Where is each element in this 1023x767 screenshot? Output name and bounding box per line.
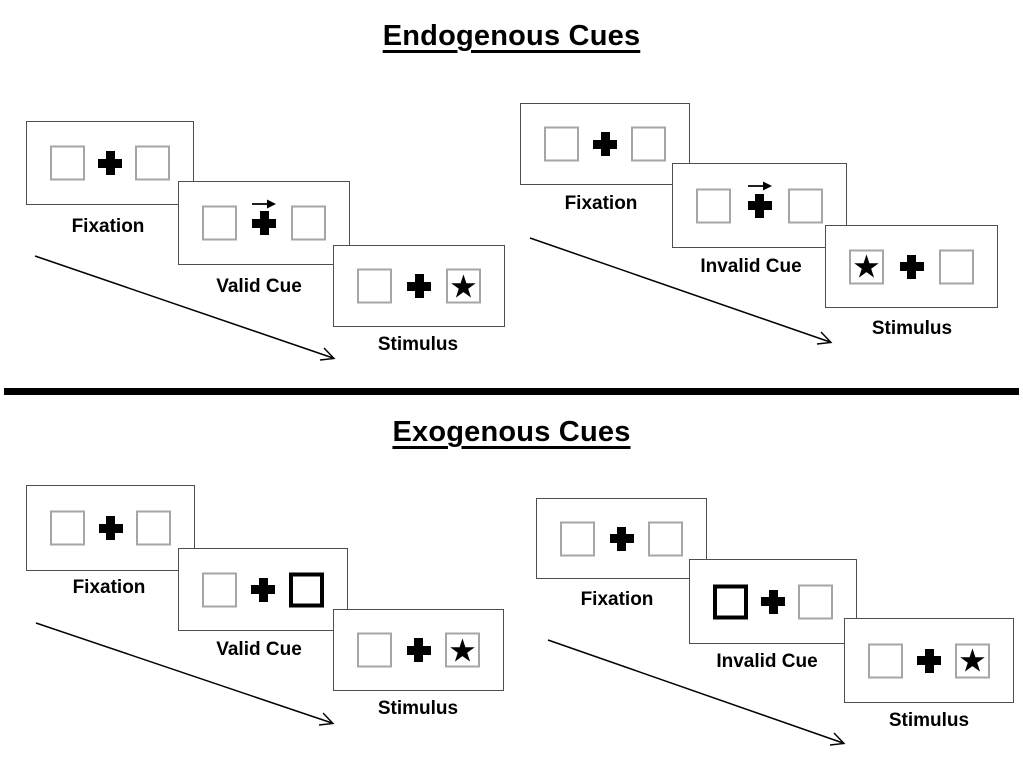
- fixation-panel: [536, 498, 707, 579]
- fixation-cross-icon: [98, 151, 122, 175]
- right-box: [135, 145, 170, 181]
- time-arrow-icon: [529, 237, 833, 345]
- cue-panel: [672, 163, 847, 248]
- cue-arrow-icon: [252, 199, 276, 209]
- fixation-cross-icon: [593, 132, 617, 156]
- star-box: ★: [445, 631, 480, 669]
- fixation-cross-icon: [609, 526, 634, 551]
- fixation-cross-icon: [406, 638, 431, 662]
- fixation-cross-icon: [899, 254, 924, 279]
- cue-highlight-box: [289, 572, 324, 607]
- star-box: ★: [955, 643, 990, 678]
- stimulus-panel: ★: [333, 245, 505, 327]
- cue-panel: [178, 548, 348, 631]
- panel-label: Stimulus: [888, 710, 970, 731]
- right-box: [631, 126, 666, 162]
- star-icon: ★: [958, 641, 987, 680]
- right-box: [798, 584, 833, 619]
- left-box: [357, 632, 392, 668]
- panel-label: Invalid Cue: [700, 256, 802, 277]
- time-arrow-icon: [34, 255, 336, 361]
- panel-label: Invalid Cue: [716, 651, 818, 672]
- star-icon: ★: [448, 631, 477, 669]
- fixation-cross-icon: [252, 211, 276, 235]
- panel-label: Valid Cue: [216, 276, 302, 297]
- panel-label: Stimulus: [871, 318, 953, 339]
- panel-label: Stimulus: [377, 698, 459, 719]
- left-box: [560, 521, 595, 556]
- fixation-panel: [26, 485, 195, 571]
- time-arrow-icon: [35, 622, 335, 726]
- cue-panel: [689, 559, 857, 644]
- star-box: ★: [849, 249, 884, 284]
- star-box: ★: [446, 267, 481, 305]
- stimulus-panel: ★: [333, 609, 504, 691]
- star-icon: ★: [449, 267, 478, 305]
- panel-label: Fixation: [72, 577, 146, 598]
- right-box: [788, 188, 823, 223]
- fixation-cross-icon: [761, 589, 785, 614]
- right-box: [939, 249, 974, 284]
- stimulus-panel: ★: [844, 618, 1014, 703]
- left-box: [696, 188, 731, 223]
- left-box: [357, 268, 392, 304]
- right-box: [136, 510, 171, 546]
- panel-label: Stimulus: [377, 334, 459, 355]
- section-title-exogenous: Exogenous Cues: [392, 416, 631, 448]
- panel-label: Fixation: [580, 589, 654, 610]
- left-box: [868, 643, 903, 678]
- panel-label: Fixation: [564, 193, 638, 214]
- fixation-cross-icon: [407, 274, 431, 298]
- left-box: [202, 572, 237, 607]
- cue-highlight-box: [713, 584, 748, 619]
- left-box: [544, 126, 579, 162]
- section-title-endogenous: Endogenous Cues: [382, 20, 641, 52]
- section-divider: [4, 388, 1019, 395]
- left-box: [202, 205, 237, 241]
- panel-label: Valid Cue: [216, 639, 302, 660]
- right-box: [291, 205, 326, 241]
- cue-panel: [178, 181, 350, 265]
- fixation-cross-icon: [917, 648, 941, 673]
- fixation-panel: [26, 121, 194, 205]
- stimulus-panel: ★: [825, 225, 998, 308]
- fixation-cross-icon: [251, 577, 275, 602]
- star-icon: ★: [852, 247, 881, 286]
- left-box: [50, 145, 85, 181]
- fixation-cross-icon: [747, 193, 772, 218]
- time-arrow-icon: [547, 639, 846, 746]
- panel-label: Fixation: [71, 216, 145, 237]
- fixation-cross-icon: [98, 516, 123, 540]
- right-box: [648, 521, 683, 556]
- cue-arrow-icon: [747, 181, 772, 191]
- left-box: [50, 510, 85, 546]
- fixation-panel: [520, 103, 690, 185]
